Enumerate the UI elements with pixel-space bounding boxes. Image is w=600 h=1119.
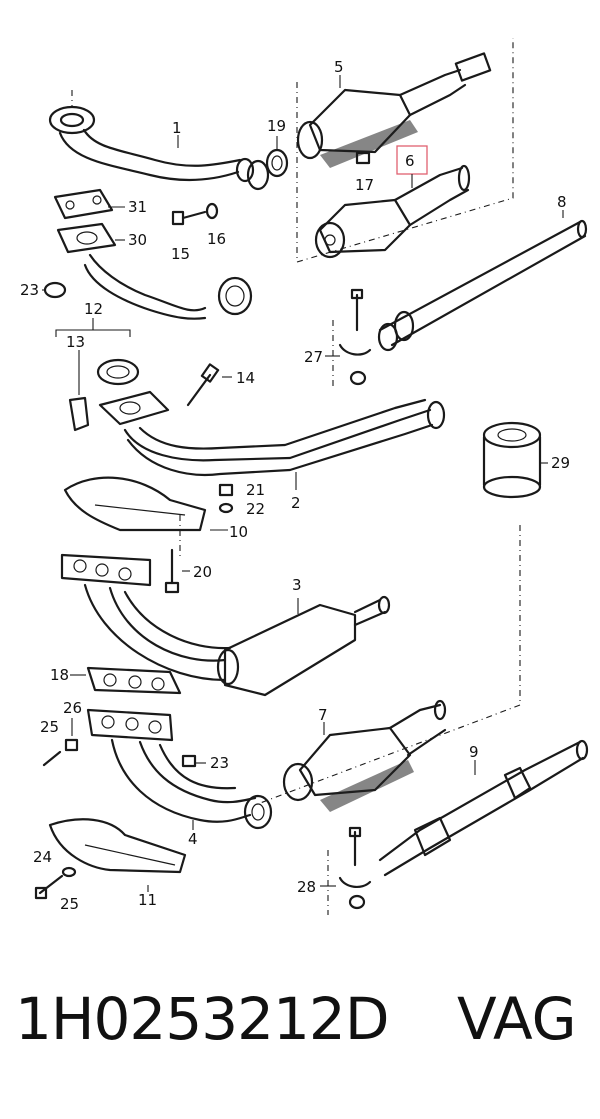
rear-muffler-9 bbox=[378, 739, 589, 877]
heat-shield-11 bbox=[48, 818, 187, 874]
callout-30: 30 bbox=[128, 231, 147, 249]
callout-9: 9 bbox=[469, 743, 479, 761]
callout-31: 31 bbox=[128, 198, 147, 216]
callout-20: 20 bbox=[193, 563, 212, 581]
bolt-15 bbox=[171, 202, 219, 226]
diagram-svg: 1 2 3 4 5 6 7 8 9 10 11 12 13 14 15 16 1… bbox=[20, 38, 589, 915]
callout-24: 24 bbox=[33, 848, 52, 866]
callout-23b: 23 bbox=[210, 754, 229, 772]
callout-1: 1 bbox=[172, 119, 182, 137]
callout-25b: 25 bbox=[60, 895, 79, 913]
callout-11: 11 bbox=[138, 891, 157, 909]
callout-29: 29 bbox=[551, 454, 570, 472]
callout-2: 2 bbox=[291, 494, 301, 512]
intermediate-pipe-8 bbox=[377, 219, 588, 352]
footer: 1H0253212D VAG bbox=[0, 985, 600, 1095]
nut-21 bbox=[218, 483, 234, 497]
callout-3: 3 bbox=[292, 576, 302, 594]
clamp-set-27 bbox=[338, 288, 372, 386]
callout-14: 14 bbox=[236, 369, 255, 387]
front-pipe-1 bbox=[48, 90, 270, 191]
flange-gaskets-30-31 bbox=[43, 188, 253, 320]
callout-18: 18 bbox=[50, 666, 69, 684]
catalytic-converter-6 bbox=[314, 164, 471, 259]
callout-26: 26 bbox=[63, 699, 82, 717]
gasket-18 bbox=[86, 666, 182, 695]
callout-7: 7 bbox=[318, 706, 328, 724]
callout-12: 12 bbox=[84, 300, 103, 318]
callout-28: 28 bbox=[297, 878, 316, 896]
front-pipe-2 bbox=[98, 390, 446, 477]
callout-17: 17 bbox=[355, 176, 374, 194]
rubber-mount-29 bbox=[482, 421, 542, 499]
callout-23a: 23 bbox=[20, 281, 39, 299]
exhaust-system-diagram: 1 2 3 4 5 6 7 8 9 10 11 12 13 14 15 16 1… bbox=[20, 38, 589, 915]
bolt-24 bbox=[34, 874, 64, 900]
callout-10: 10 bbox=[229, 523, 248, 541]
clamp-set-28 bbox=[338, 826, 372, 910]
stud-25 bbox=[42, 750, 62, 767]
part-number: 1H0253212D bbox=[15, 985, 389, 1053]
washer-22 bbox=[218, 502, 234, 514]
callout-22: 22 bbox=[246, 500, 265, 518]
nut-26 bbox=[64, 738, 79, 752]
front-pipe-4 bbox=[86, 708, 273, 830]
washer-25b bbox=[61, 866, 77, 878]
callout-16: 16 bbox=[207, 230, 226, 248]
nut-23 bbox=[181, 754, 197, 768]
callout-19: 19 bbox=[267, 117, 286, 135]
callout-27: 27 bbox=[304, 348, 323, 366]
nut-17 bbox=[355, 151, 371, 165]
gasket-ring-19 bbox=[265, 148, 289, 178]
brand-label: VAG bbox=[457, 985, 577, 1053]
front-pipe-muffler-3 bbox=[60, 553, 391, 697]
catalytic-converter-7 bbox=[282, 699, 447, 812]
callout-labels: 1 2 3 4 5 6 7 8 9 10 11 12 13 14 15 16 1… bbox=[20, 58, 570, 913]
callout-6: 6 bbox=[405, 152, 415, 170]
callout-21: 21 bbox=[246, 481, 265, 499]
bolt-20 bbox=[164, 548, 180, 594]
callout-5: 5 bbox=[334, 58, 344, 76]
callout-13: 13 bbox=[66, 333, 85, 351]
bracket-13 bbox=[68, 396, 90, 432]
callout-4: 4 bbox=[188, 830, 198, 848]
stud-14 bbox=[186, 363, 220, 407]
catalytic-converter-5 bbox=[296, 52, 492, 168]
heat-shield-10 bbox=[63, 476, 207, 532]
gasket-ring-12 bbox=[96, 358, 140, 386]
callout-8: 8 bbox=[557, 193, 567, 211]
callout-25a: 25 bbox=[40, 718, 59, 736]
callout-15: 15 bbox=[171, 245, 190, 263]
